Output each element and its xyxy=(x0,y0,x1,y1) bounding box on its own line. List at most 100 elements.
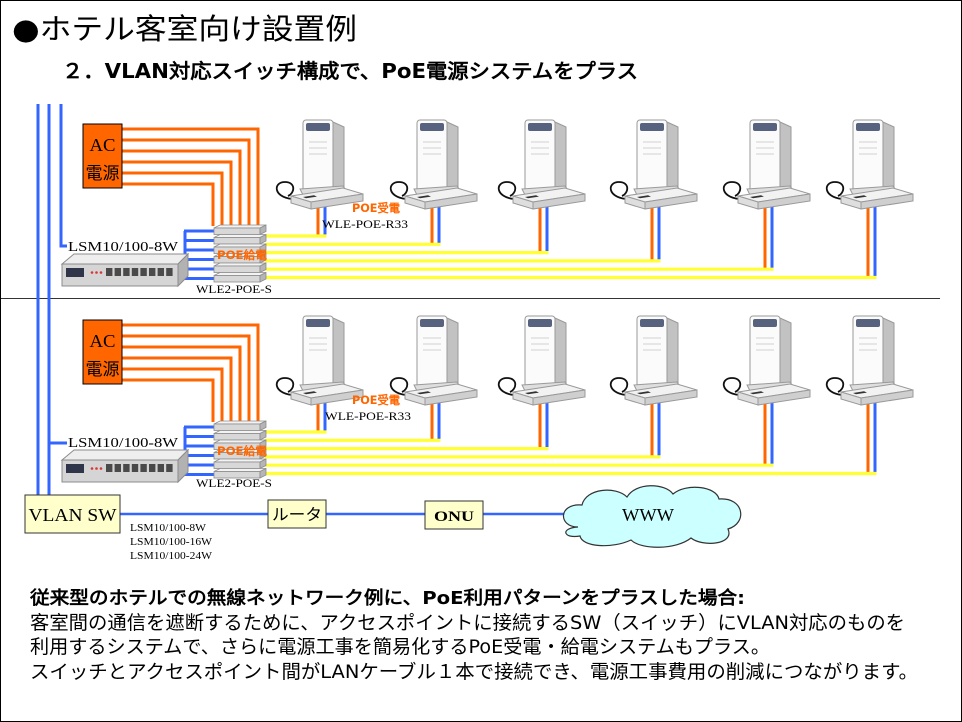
switch-top xyxy=(60,449,190,461)
backbone: VLAN SW LSM10/100-8W LSM10/100-16W LSM10… xyxy=(24,485,742,562)
poe-receiver xyxy=(722,181,811,210)
ac-power-box xyxy=(82,319,123,385)
power-cable xyxy=(122,138,251,226)
poe-injector-unit xyxy=(213,224,267,236)
injector-label: WLE2-POE-S xyxy=(196,476,272,490)
power-cable xyxy=(122,160,233,226)
switch-led xyxy=(99,467,103,470)
injector-front xyxy=(213,423,261,431)
receiver-logo xyxy=(417,391,431,395)
access-point xyxy=(633,119,683,198)
receiver-front xyxy=(310,193,364,210)
injector-tag: POE給電 xyxy=(217,248,268,262)
access-point-top-cap xyxy=(528,319,552,327)
poe-injector-stack xyxy=(213,420,267,479)
switch-led xyxy=(90,271,94,274)
access-point xyxy=(849,119,899,198)
access-point-top-cap xyxy=(420,319,444,327)
ac-power-label-ac: AC xyxy=(90,135,116,155)
switch-logo xyxy=(66,464,84,473)
vlan-switch-box xyxy=(24,494,121,534)
access-point-top-cap xyxy=(856,123,880,131)
injector-side xyxy=(259,233,267,245)
switch-port xyxy=(166,268,173,276)
ac-power-box xyxy=(82,123,123,189)
power-cable xyxy=(122,323,260,422)
receiver-front xyxy=(860,389,914,406)
access-point-top-cap xyxy=(306,319,330,327)
access-point-side xyxy=(779,121,792,193)
switch-top xyxy=(60,253,190,265)
switch-port xyxy=(131,464,139,472)
injector-side xyxy=(259,429,267,441)
floor-lower: AC 電源 LSM10/100-8W POE給電 WLE2-POE-S POE受… xyxy=(60,315,914,490)
poe-receiver xyxy=(609,181,698,210)
switch-port xyxy=(140,268,147,276)
switch-port xyxy=(140,464,147,472)
receiver-cable-loop xyxy=(722,181,742,200)
poe-injector-unit xyxy=(213,448,267,460)
switch-port xyxy=(114,464,121,472)
injector-side xyxy=(259,224,267,236)
poe-receiver xyxy=(825,181,914,210)
switch-port xyxy=(123,464,130,472)
access-point-top-cap xyxy=(640,319,664,327)
receiver-tag: POE受電 xyxy=(352,393,400,407)
vlan-switch-model: LSM10/100-16W xyxy=(130,536,213,548)
power-cable xyxy=(122,149,242,226)
lan-switch xyxy=(60,448,190,484)
poe-receiver xyxy=(275,377,364,406)
access-point xyxy=(746,315,796,394)
injector-label: WLE2-POE-S xyxy=(196,282,272,296)
poe-injector-unit xyxy=(213,429,267,441)
switch-side xyxy=(177,252,189,288)
access-point-side xyxy=(666,317,679,389)
receiver-tag: POE受電 xyxy=(352,201,400,215)
power-cable xyxy=(122,127,260,226)
access-point-top-cap xyxy=(420,123,444,131)
router-box xyxy=(267,499,327,529)
receiver-logo xyxy=(637,195,651,199)
receiver-logo xyxy=(417,195,431,199)
description-line: 利用するシステムで、さらに電源工事を簡易化するPoE受電・給電システムもプラス。 xyxy=(30,636,770,658)
injector-top xyxy=(213,243,267,248)
access-point xyxy=(849,315,899,394)
poe-receiver xyxy=(497,181,586,210)
floor-lower-devices xyxy=(60,315,914,484)
poe-injector-unit xyxy=(213,262,267,274)
injector-side xyxy=(259,458,267,470)
receiver-cable-loop xyxy=(275,377,295,396)
access-point xyxy=(299,119,349,198)
poe-receiver xyxy=(389,377,478,406)
injector-front xyxy=(213,461,261,469)
ac-power-label-power: 電源 xyxy=(86,360,120,380)
receiver-cable-loop xyxy=(389,181,409,200)
receiver-logo xyxy=(750,195,764,199)
poe-receiver xyxy=(497,377,586,406)
access-point xyxy=(746,119,796,198)
access-point-side xyxy=(779,317,792,389)
power-cable xyxy=(122,334,251,422)
receiver-cable-loop xyxy=(609,377,629,396)
vlan-switch-model: LSM10/100-8W xyxy=(130,522,207,534)
switch-port xyxy=(149,464,156,472)
power-cable xyxy=(122,356,233,422)
receiver-front xyxy=(644,389,698,406)
injector-side xyxy=(259,439,267,451)
poe-injector-unit xyxy=(213,233,267,245)
switch-port xyxy=(106,268,113,276)
poe-injector-unit xyxy=(213,439,267,451)
injector-side xyxy=(259,271,267,283)
injector-top xyxy=(213,420,267,425)
receiver-logo xyxy=(853,195,867,199)
receiver-cable-loop xyxy=(609,181,629,200)
switch-port xyxy=(166,464,173,472)
receiver-front xyxy=(757,389,811,406)
description-heading: 従来型のホテルでの無線ネットワーク例に、PoE利用パターンをプラスした場合: xyxy=(29,587,745,609)
access-point-side xyxy=(332,317,345,389)
access-point-side xyxy=(882,121,895,193)
injector-front xyxy=(213,433,261,441)
uplink-cable-upper xyxy=(59,104,67,248)
